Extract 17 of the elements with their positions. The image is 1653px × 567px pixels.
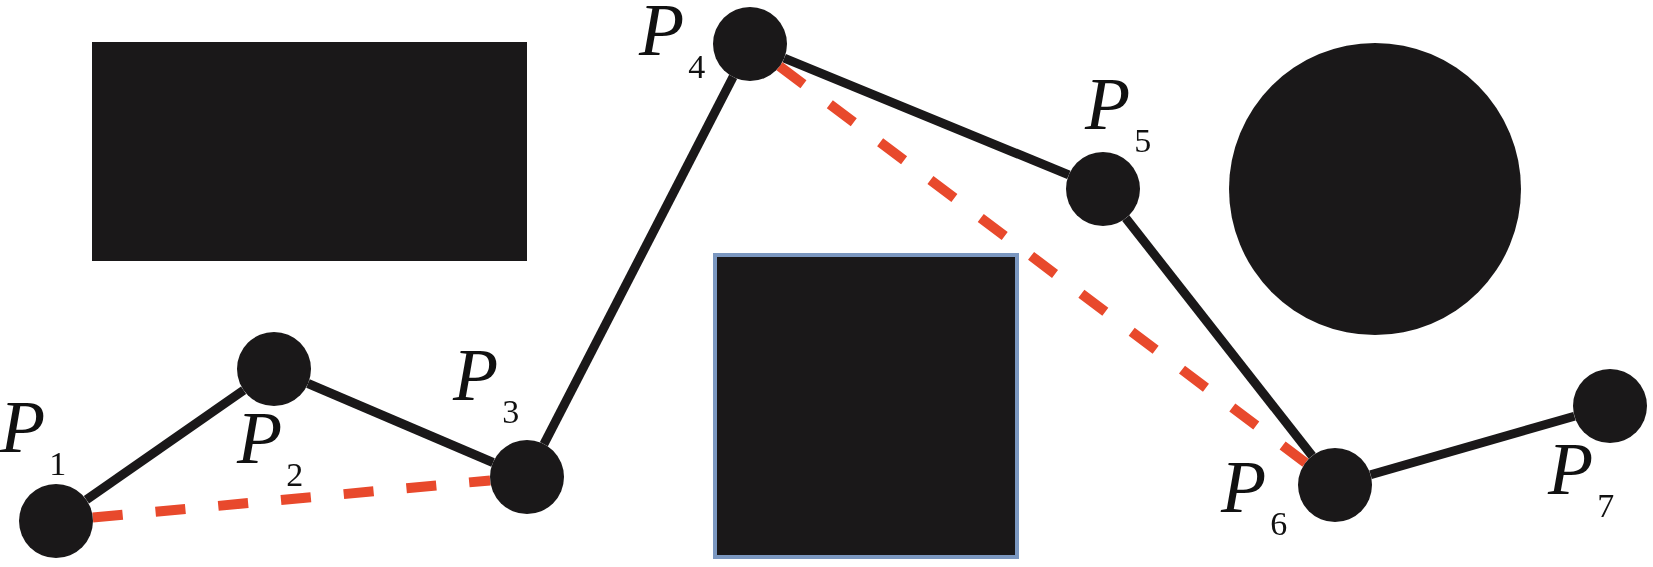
- point-label: P$_{4}$: [639, 1, 706, 81]
- connector-line: [306, 379, 495, 467]
- connector-line: [782, 53, 1071, 180]
- point-label: P$_{5}$: [1085, 75, 1152, 155]
- connector-line: [539, 74, 738, 447]
- obstacle-rectangle: [92, 42, 527, 261]
- point-marker: [1066, 152, 1140, 226]
- point-label: P$_{2}$: [237, 409, 304, 489]
- point-label: P$_{3}$: [453, 346, 520, 426]
- dashed-connector-line: [92, 475, 491, 523]
- connector-line: [1369, 411, 1576, 480]
- dashed-connector-line: [776, 62, 1309, 467]
- connector-line: [1122, 215, 1316, 459]
- point-label: P$_{7}$: [1548, 440, 1615, 520]
- obstacle-square: [713, 253, 1019, 559]
- connector-line: [83, 386, 247, 504]
- point-label: P$_{6}$: [1221, 458, 1288, 538]
